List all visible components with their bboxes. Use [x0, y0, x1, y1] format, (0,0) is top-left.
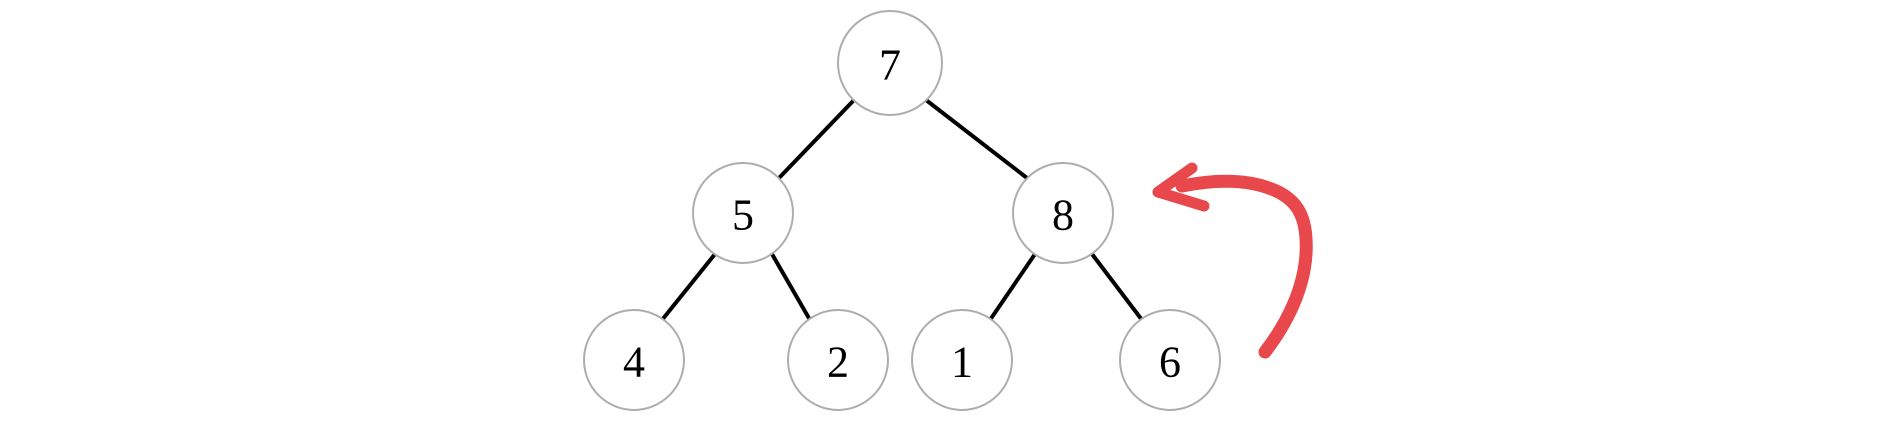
tree-edge-n5-n2 — [770, 253, 812, 321]
node-circle-6[interactable] — [1119, 309, 1221, 411]
tree-node-2[interactable]: 2 — [787, 309, 889, 411]
node-label-7: 7 — [879, 41, 901, 90]
red-arrow-curve — [1175, 174, 1313, 359]
node-circle-1[interactable] — [911, 309, 1013, 411]
node-circle-2[interactable] — [787, 309, 889, 411]
tree-edge-n5-n4 — [660, 252, 717, 322]
tree-node-7[interactable]: 7 — [837, 10, 943, 116]
node-label-4: 4 — [623, 338, 645, 387]
red-arrow-head-icon — [1152, 162, 1210, 212]
tree-edge-n7-n5 — [777, 98, 856, 180]
tree-node-4[interactable]: 4 — [583, 309, 685, 411]
tree-edges-group — [660, 98, 1144, 322]
node-label-1: 1 — [951, 338, 973, 387]
red-arrow-annotation — [1152, 162, 1313, 359]
tree-node-1[interactable]: 1 — [911, 309, 1013, 411]
node-circle-5[interactable] — [692, 162, 794, 264]
tree-node-6[interactable]: 6 — [1119, 309, 1221, 411]
tree-nodes-group: 7 5 8 4 2 1 6 — [583, 10, 1221, 411]
tree-edge-n8-n6 — [1090, 252, 1144, 322]
node-circle-8[interactable] — [1012, 162, 1114, 264]
node-label-8: 8 — [1052, 191, 1074, 240]
tree-node-8[interactable]: 8 — [1012, 162, 1114, 264]
tree-node-5[interactable]: 5 — [692, 162, 794, 264]
tree-edge-n8-n1 — [988, 252, 1037, 322]
tree-edge-n7-n8 — [924, 98, 1029, 180]
node-label-5: 5 — [732, 191, 754, 240]
node-label-2: 2 — [827, 338, 849, 387]
node-label-6: 6 — [1159, 338, 1181, 387]
node-circle-4[interactable] — [583, 309, 685, 411]
node-circle-7[interactable] — [837, 10, 943, 116]
